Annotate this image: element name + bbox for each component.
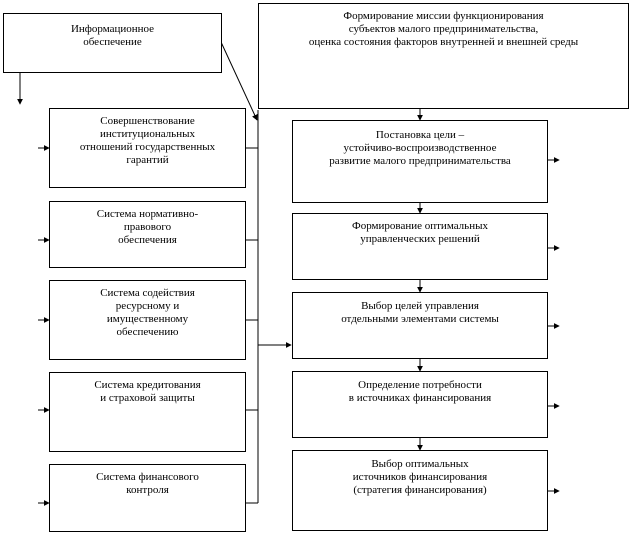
info-diagonal-arrow bbox=[220, 41, 258, 121]
left-box-line: обеспечения bbox=[118, 234, 177, 246]
left-box-financial-control: Система финансового контроля bbox=[49, 464, 246, 532]
right-box-line: Постановка цели – bbox=[375, 129, 465, 141]
info-box-line: обеспечение bbox=[83, 36, 142, 48]
left-box-line: Совершенствование bbox=[100, 115, 195, 127]
left-box-line: контроля bbox=[126, 484, 169, 496]
left-box-institutional: Совершенствование институциональных отно… bbox=[49, 108, 246, 188]
left-box-line: отношений государственных bbox=[79, 141, 216, 153]
left-box-line: Система содействия bbox=[100, 287, 195, 299]
right-box-line: управленческих решений bbox=[360, 233, 480, 245]
left-box-line: правового bbox=[123, 221, 172, 233]
mission-box-line: оценка состояния факторов внутренней и в… bbox=[308, 36, 579, 48]
left-box-credit: Система кредитования и страховой защиты bbox=[49, 372, 246, 452]
left-box-line: ресурсному и bbox=[115, 300, 180, 312]
right-box-line: источников финансирования bbox=[352, 471, 488, 483]
right-box-management-goals: Выбор целей управления отдельными элемен… bbox=[292, 292, 548, 359]
right-box-line: отдельными элементами системы bbox=[341, 313, 499, 325]
right-box-goal: Постановка цели – устойчиво-воспроизводс… bbox=[292, 120, 548, 203]
right-box-line: устойчиво-воспроизводственное bbox=[343, 142, 497, 154]
mission-box-line: Формирование миссии функционирования bbox=[343, 10, 544, 22]
left-box-line: обеспечению bbox=[116, 326, 179, 338]
right-box-funding-strategy: Выбор оптимальных источников финансирова… bbox=[292, 450, 548, 531]
left-box-line: имущественному bbox=[106, 313, 189, 325]
right-box-line: в источниках финансирования bbox=[348, 392, 492, 404]
left-box-line: и страховой защиты bbox=[100, 392, 195, 404]
mission-box: Формирование миссии функционирования суб… bbox=[258, 3, 629, 109]
mission-box-line: субъектов малого предпринимательства, bbox=[348, 23, 539, 35]
left-box-line: Система нормативно- bbox=[96, 208, 199, 220]
info-box: Информационное обеспечение bbox=[3, 13, 222, 73]
left-box-legal: Система нормативно- правового обеспечени… bbox=[49, 201, 246, 268]
right-box-line: развитие малого предпринимательства bbox=[329, 155, 511, 167]
right-box-line: Определение потребности bbox=[358, 379, 482, 391]
left-box-resource: Система содействия ресурсному и имуществ… bbox=[49, 280, 246, 360]
left-box-line: Система кредитования bbox=[94, 379, 201, 391]
right-box-decisions: Формирование оптимальных управленческих … bbox=[292, 213, 548, 280]
right-box-line: Формирование оптимальных bbox=[352, 220, 488, 232]
left-box-line: Система финансового bbox=[96, 471, 199, 483]
right-box-line: Выбор оптимальных bbox=[371, 458, 469, 470]
left-box-line: гарантий bbox=[126, 154, 169, 166]
right-box-line: Выбор целей управления bbox=[361, 300, 479, 312]
right-box-funding-needs: Определение потребности в источниках фин… bbox=[292, 371, 548, 438]
info-box-line: Информационное bbox=[70, 23, 155, 35]
left-box-line: институциональных bbox=[100, 128, 195, 140]
right-box-line: (стратегия финансирования) bbox=[353, 484, 487, 496]
